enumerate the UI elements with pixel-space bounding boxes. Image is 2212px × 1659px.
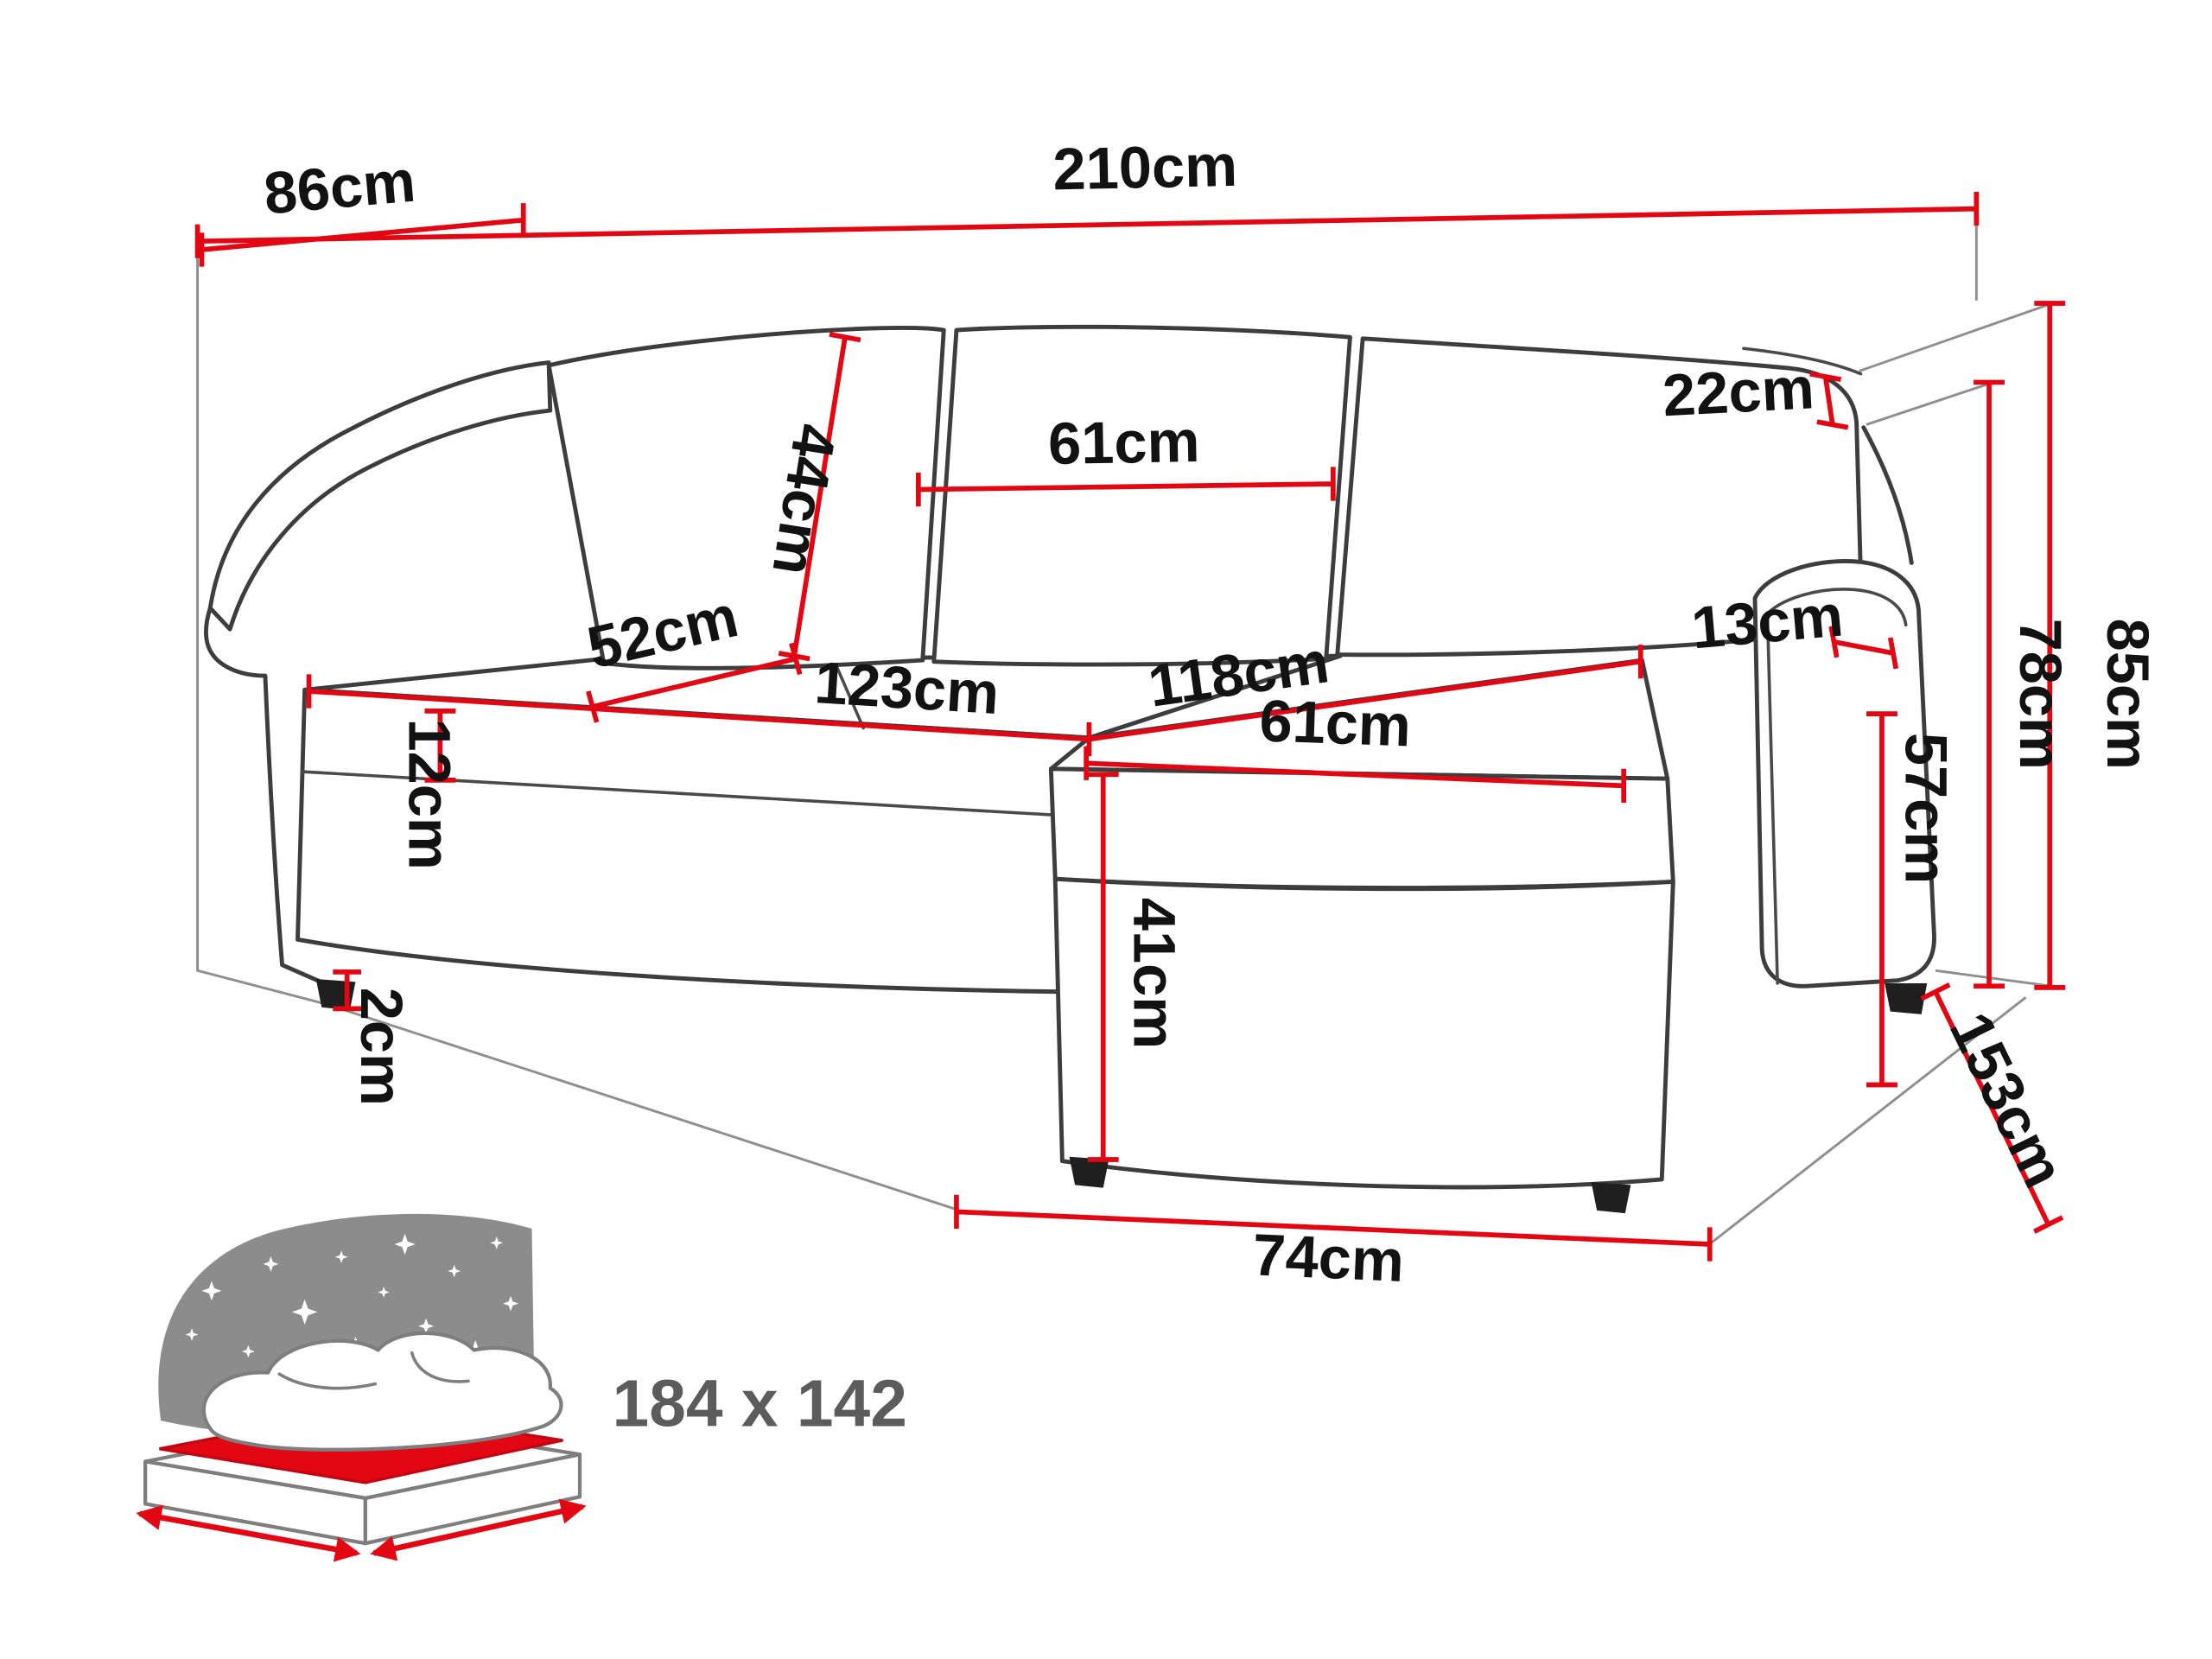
bed-length-arrow	[370, 1498, 587, 1561]
dim-total-depth	[1920, 982, 2064, 1234]
back-panel-top-edge	[1742, 346, 1863, 376]
right-armrest-back-edge	[1861, 425, 1914, 565]
label-back-depth: 86cm	[261, 148, 417, 227]
label-armrest-top-width: 13cm	[1689, 582, 1846, 661]
seat-split-seam	[833, 661, 865, 730]
dim-armrest-height	[1866, 711, 1897, 1088]
sofa-foot-chaise-left	[1069, 1156, 1109, 1188]
label-leg-height: 2cm	[348, 988, 415, 1106]
dim-back-depth	[199, 203, 526, 267]
label-chaise-front-width: 74cm	[1251, 1221, 1406, 1294]
floor-guides	[196, 226, 2052, 1244]
dim-backrest-top-thickness	[1809, 371, 1849, 430]
sofa-foot-right-arm	[1885, 982, 1928, 1014]
dim-corner-seat-width	[1089, 645, 1643, 742]
right-armrest-top-seam	[1763, 588, 1908, 627]
sofa-foot-chaise-right	[1591, 1182, 1631, 1214]
dim-leg-height	[333, 969, 361, 1012]
dim-armrest-top-width	[1828, 626, 1899, 670]
bed-width-arrow	[136, 1504, 361, 1562]
duvet-fold-left	[277, 1372, 378, 1390]
label-sleeping-area: 184 x 142	[613, 1368, 907, 1441]
label-armrest-back-height: 78cm	[2007, 619, 2074, 770]
sofa-drawing	[203, 324, 1936, 1214]
guide-bottom-right	[1935, 969, 2052, 988]
label-total-height: 85cm	[2094, 619, 2161, 770]
label-chaise-base-height: 41cm	[1122, 898, 1188, 1049]
label-seat-front-width: 123cm	[813, 649, 1001, 727]
dim-chaise-front-width	[954, 1194, 1713, 1262]
label-total-depth: 153cm	[1937, 1002, 2078, 1198]
left-armrest-front	[203, 606, 330, 988]
dim-armrest-back-height	[1974, 379, 2005, 989]
guide-floor-front-left	[327, 1003, 956, 1211]
guide-floor-right	[1710, 996, 2027, 1244]
guide-back-left-vertical	[196, 249, 328, 1006]
sleeping-function-icon: 184 x 142	[136, 1213, 907, 1562]
chaise-base-front	[1052, 876, 1675, 1190]
label-seat-cushion-thickness: 12cm	[396, 719, 462, 870]
label-backrest-top-thickness: 22cm	[1661, 354, 1815, 429]
left-armrest	[207, 360, 553, 632]
duvet	[201, 1331, 563, 1452]
guide-arm-back	[1866, 382, 1990, 426]
dim-total-width	[194, 192, 1980, 258]
guide-top-right	[1859, 303, 2050, 372]
seat-front-face	[296, 687, 1091, 995]
dim-chaise-base-height	[1087, 772, 1119, 1162]
chaise-cushion-front	[1048, 766, 1675, 890]
right-armrest	[1752, 558, 1936, 988]
label-armrest-height: 57cm	[1893, 733, 1960, 884]
dim-back-cushion-width	[916, 467, 1336, 507]
label-chaise-cushion-width: 61cm	[1258, 687, 1412, 759]
dimension-labels: 210cm 86cm 22cm 44cm 61cm 52cm 123cm 118…	[261, 132, 2161, 1294]
dim-total-height	[2034, 301, 2066, 990]
back-cushion-middle	[931, 324, 1352, 667]
label-total-width: 210cm	[1052, 132, 1238, 202]
dimension-lines	[194, 192, 2066, 1262]
duvet-fold-right	[410, 1351, 470, 1383]
back-cushion-left	[546, 325, 946, 671]
right-armrest-front-seam	[1765, 619, 1779, 985]
label-back-cushion-width: 61cm	[1047, 408, 1200, 477]
dim-chaise-cushion-width	[1084, 746, 1627, 803]
dim-seat-cushion-thickness	[424, 709, 456, 783]
